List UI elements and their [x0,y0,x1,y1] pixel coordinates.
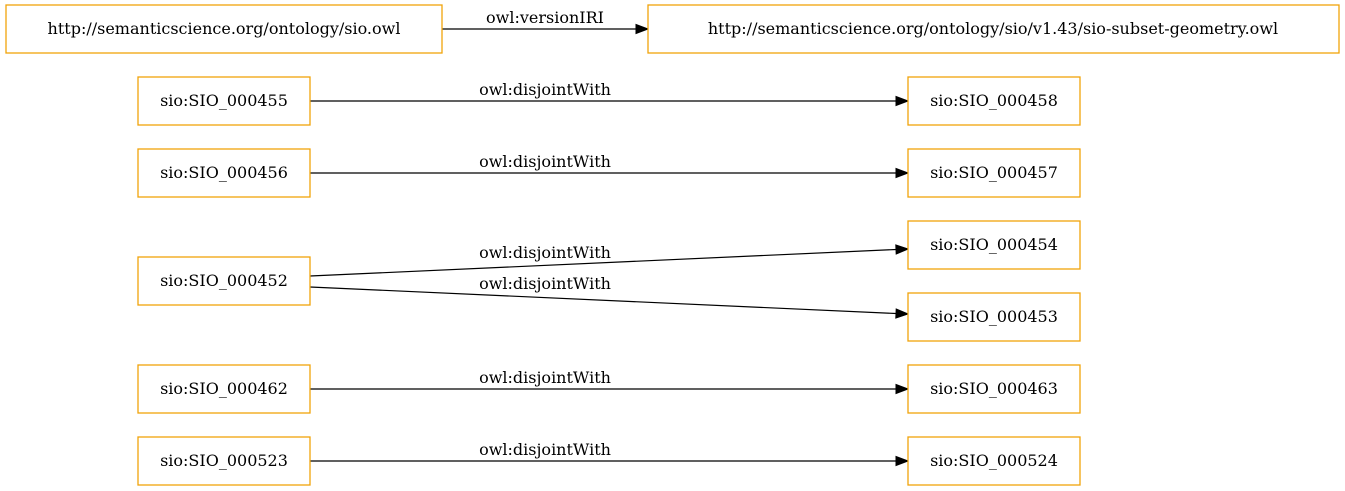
node-label: sio:SIO_000463 [930,379,1058,398]
arrowhead [895,244,910,255]
edge-versioniri: owl:versionIRI [442,8,650,35]
node-sio-000454[interactable]: sio:SIO_000454 [907,220,1081,270]
node-sio-000455[interactable]: sio:SIO_000455 [137,76,311,126]
edge-disjoint-452-454: owl:disjointWith [309,243,910,277]
node-label: sio:SIO_000457 [930,163,1058,182]
node-box [137,148,311,198]
edge-disjoint-455-458: owl:disjointWith [310,80,910,107]
node-sio-000457[interactable]: sio:SIO_000457 [907,148,1081,198]
node-sio-owl[interactable]: http://semanticscience.org/ontology/sio.… [5,4,443,54]
node-label: sio:SIO_000458 [930,91,1058,110]
node-sio-000452[interactable]: sio:SIO_000452 [137,256,311,306]
node-box [907,292,1081,342]
arrowhead [895,383,910,395]
node-box [907,364,1081,414]
node-label: sio:SIO_000462 [160,379,288,398]
node-label: sio:SIO_000454 [930,235,1058,254]
node-label: http://semanticscience.org/ontology/sio.… [48,19,401,38]
node-box [907,76,1081,126]
node-label: http://semanticscience.org/ontology/sio/… [708,19,1278,38]
edge-label-disjointwith: owl:disjointWith [479,80,611,99]
edge-label-disjointwith: owl:disjointWith [479,152,611,171]
edge-disjoint-462-463: owl:disjointWith [310,368,910,395]
node-sio-000523[interactable]: sio:SIO_000523 [137,436,311,486]
edge-label-disjointwith: owl:disjointWith [479,368,611,387]
node-label: sio:SIO_000524 [930,451,1058,470]
node-sio-000456[interactable]: sio:SIO_000456 [137,148,311,198]
node-box [137,76,311,126]
node-box [137,256,311,306]
node-sio-000524[interactable]: sio:SIO_000524 [907,436,1081,486]
node-box [647,4,1340,54]
arrowhead [895,95,910,107]
edge-disjoint-456-457: owl:disjointWith [310,152,910,179]
edge-disjoint-452-453: owl:disjointWith [309,274,910,319]
edge-label-disjointwith: owl:disjointWith [479,274,611,293]
node-sio-000458[interactable]: sio:SIO_000458 [907,76,1081,126]
node-label: sio:SIO_000456 [160,163,288,182]
node-box [137,436,311,486]
edge-label-versioniri: owl:versionIRI [486,8,604,27]
node-sio-subset-geometry[interactable]: http://semanticscience.org/ontology/sio/… [647,4,1340,54]
node-sio-000462[interactable]: sio:SIO_000462 [137,364,311,414]
edge-line [309,286,897,315]
edge-label-disjointwith: owl:disjointWith [479,243,611,262]
edge-disjoint-523-524: owl:disjointWith [310,440,910,467]
arrowhead [895,455,910,467]
node-label: sio:SIO_000455 [160,91,288,110]
node-box [5,4,443,54]
edge-label-disjointwith: owl:disjointWith [479,440,611,459]
arrowhead [635,23,650,35]
node-box [907,220,1081,270]
arrowhead [895,308,910,319]
node-label: sio:SIO_000453 [930,307,1058,326]
node-box [907,148,1081,198]
node-label: sio:SIO_000452 [160,271,288,290]
node-box [137,364,311,414]
node-label: sio:SIO_000523 [160,451,288,470]
node-sio-000453[interactable]: sio:SIO_000453 [907,292,1081,342]
edge-line [309,248,897,277]
arrowhead [895,167,910,179]
node-sio-000463[interactable]: sio:SIO_000463 [907,364,1081,414]
node-box [907,436,1081,486]
